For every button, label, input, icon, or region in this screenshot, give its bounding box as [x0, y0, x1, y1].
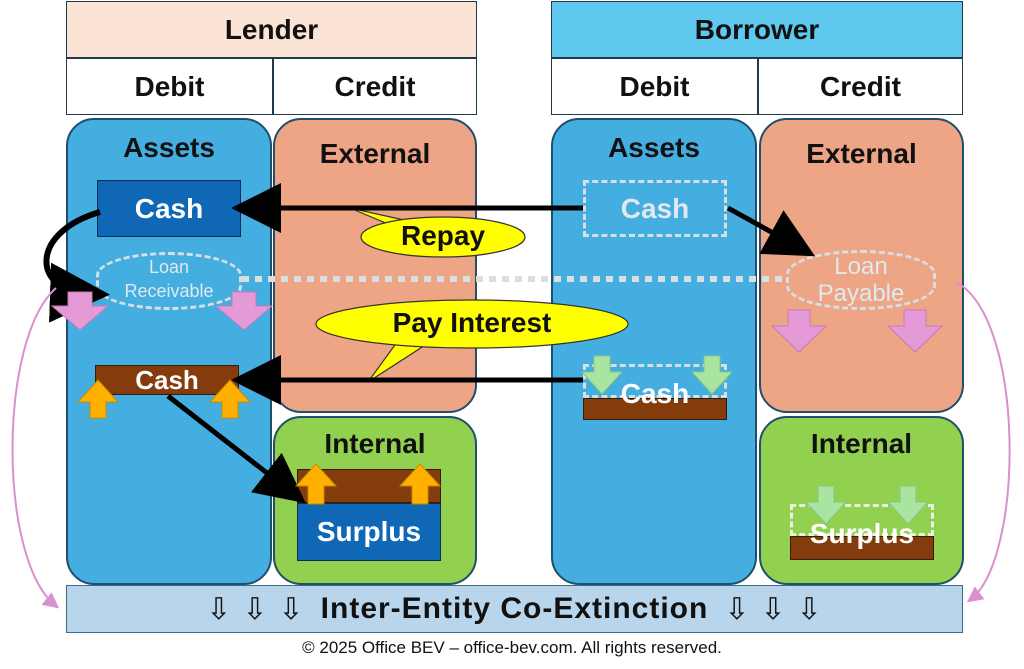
borrower-debit-header: Debit	[551, 58, 758, 115]
borrower-internal-title: Internal	[810, 428, 913, 459]
surplus-up-1	[294, 463, 338, 505]
lender-cash-up-2	[208, 379, 252, 419]
borrower-cash-down-1	[580, 355, 624, 395]
lender-cash-up-1	[76, 379, 120, 419]
cash-to-receivable-arrow	[43, 209, 110, 323]
bar-arrow-5: ⇩	[760, 591, 787, 627]
cash-to-surplus-arrow	[166, 394, 306, 504]
lender-loan-receivable: Loan Receivable	[96, 252, 242, 310]
borrower-loan-payable: Loan Payable	[786, 250, 936, 310]
surplus-up-2	[398, 463, 442, 505]
lender-down-arrow-1	[50, 291, 110, 331]
lender-external-title: External	[319, 138, 431, 169]
borrower-loan-line1: Loan	[834, 253, 888, 280]
co-extinction-bar: ⇩ ⇩ ⇩ Inter-Entity Co-Extinction ⇩ ⇩ ⇩	[66, 585, 963, 633]
repay-callout	[360, 216, 526, 258]
borrower-cash-down-2	[690, 355, 734, 395]
borrower-down-arrows	[770, 309, 944, 353]
borrower-surplus-dashed	[790, 504, 934, 536]
lender-internal-title: Internal	[324, 428, 426, 459]
copyright-footer: © 2025 Office BEV – office-bev.com. All …	[302, 638, 722, 657]
borrower-credit-header: Credit	[758, 58, 963, 115]
pay-interest-label: Pay Interest	[392, 307, 552, 338]
borrower-loan-oval	[786, 250, 936, 310]
lender-down-arrows	[50, 291, 274, 331]
lender-loan-line2: Receivable	[124, 281, 214, 301]
lender-surplus: Surplus	[297, 503, 441, 561]
bar-arrow-3: ⇩	[278, 591, 305, 627]
borrower-cash-bottom: Cash	[620, 378, 690, 409]
borrower-down-arrow-1	[770, 309, 828, 353]
interest-callout	[315, 299, 629, 349]
borrower-surplus-down-1	[804, 485, 848, 525]
borrower-external-title: External	[806, 138, 917, 169]
borrower-cash-bottom-dashed	[583, 364, 727, 398]
lender-credit-header: Credit	[273, 58, 477, 115]
up-arrows	[76, 379, 442, 505]
lender-assets-title: Assets	[123, 132, 215, 163]
borrower-surplus-brown	[790, 536, 934, 560]
right-curve-arrow	[955, 281, 1011, 603]
borrower-header: Borrower	[551, 1, 963, 58]
borrower-cash-to-payable-arrow	[726, 205, 816, 257]
borrower-loan-line2: Payable	[817, 280, 905, 307]
lender-header: Lender	[66, 1, 477, 58]
borrower-assets-title: Assets	[608, 132, 700, 163]
repay-label: Repay	[400, 220, 486, 251]
lender-cash-top: Cash	[97, 180, 241, 237]
borrower-surplus-down-2	[886, 485, 930, 525]
lender-external-panel: External	[273, 118, 477, 413]
lender-loan-line1: Loan	[148, 257, 190, 277]
borrower-down-arrow-2	[886, 309, 944, 353]
bar-arrow-4: ⇩	[724, 591, 751, 627]
lender-down-arrow-2	[214, 291, 274, 331]
left-curve-arrow	[11, 287, 60, 609]
borrower-cash-bottom-brown	[583, 398, 727, 420]
bar-arrow-1: ⇩	[206, 591, 233, 627]
bar-arrow-6: ⇩	[796, 591, 823, 627]
bar-arrow-2: ⇩	[242, 591, 269, 627]
lender-cash-bottom: Cash	[95, 365, 239, 395]
lender-debit-header: Debit	[66, 58, 273, 115]
green-down-arrows	[580, 355, 930, 525]
co-extinction-label: Inter-Entity Co-Extinction	[320, 592, 709, 625]
borrower-cash-top: Cash	[583, 180, 727, 237]
